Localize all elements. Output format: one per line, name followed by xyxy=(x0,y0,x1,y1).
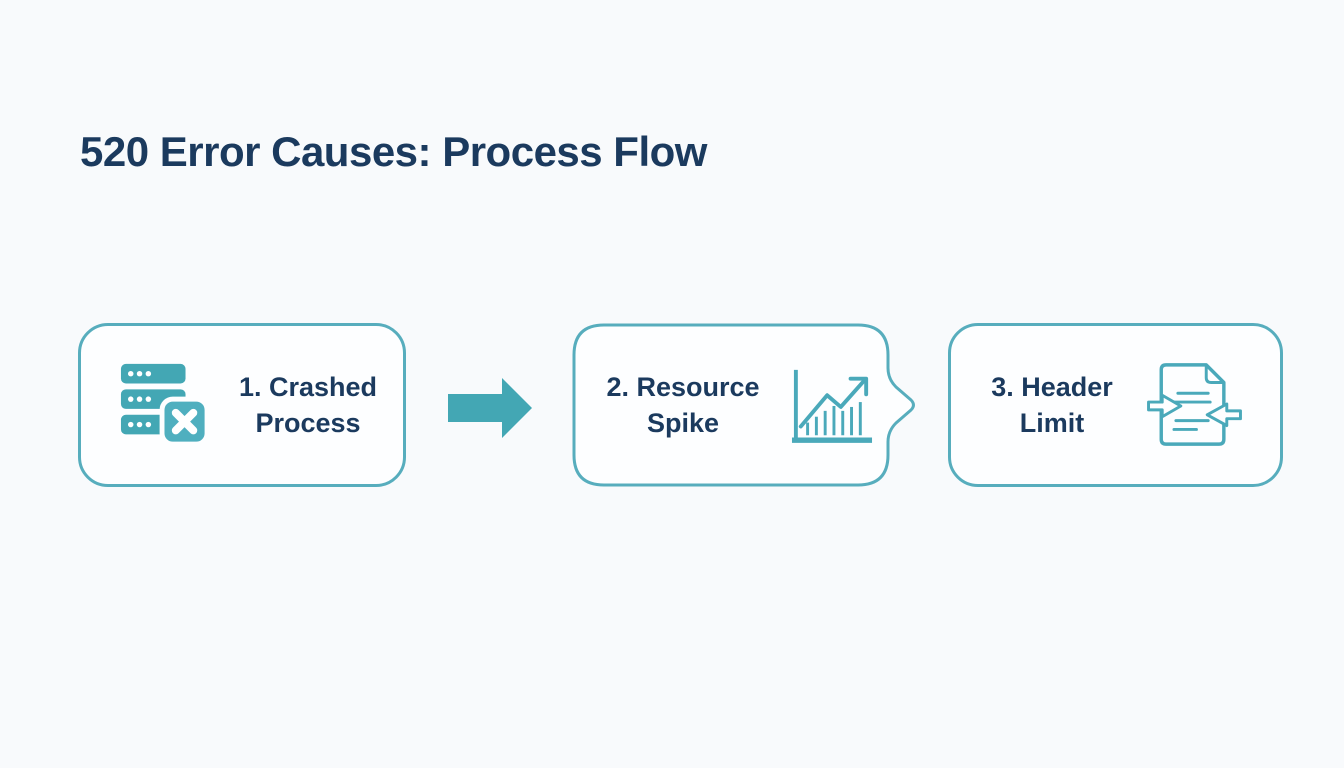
server-crash-icon xyxy=(119,360,209,450)
step-content: 2. Resource Spike xyxy=(572,323,888,487)
step-label: 2. Resource Spike xyxy=(588,369,778,441)
document-compress-icon xyxy=(1147,360,1242,450)
step-label-line2: Spike xyxy=(646,408,720,438)
step-label-line1: 1. Crashed xyxy=(238,372,378,402)
step-label: 3. Header Limit xyxy=(967,369,1137,441)
step-box-crashed-process: 1. Crashed Process xyxy=(78,323,406,487)
step-content: 3. Header Limit xyxy=(951,326,1280,484)
step-label-line2: Process xyxy=(255,408,361,438)
step-content: 1. Crashed Process xyxy=(81,326,403,484)
step-label-line2: Limit xyxy=(1019,408,1085,438)
page-title: 520 Error Causes: Process Flow xyxy=(80,128,707,175)
step-box-resource-spike: 2. Resource Spike xyxy=(572,323,915,487)
step-box-header-limit: 3. Header Limit xyxy=(948,323,1283,487)
step-label-line1: 2. Resource xyxy=(606,372,760,402)
step-label-line1: 3. Header xyxy=(991,372,1113,402)
growth-chart-icon xyxy=(788,364,876,446)
arrow-right-icon xyxy=(448,378,532,438)
step-label: 1. Crashed Process xyxy=(231,369,385,441)
